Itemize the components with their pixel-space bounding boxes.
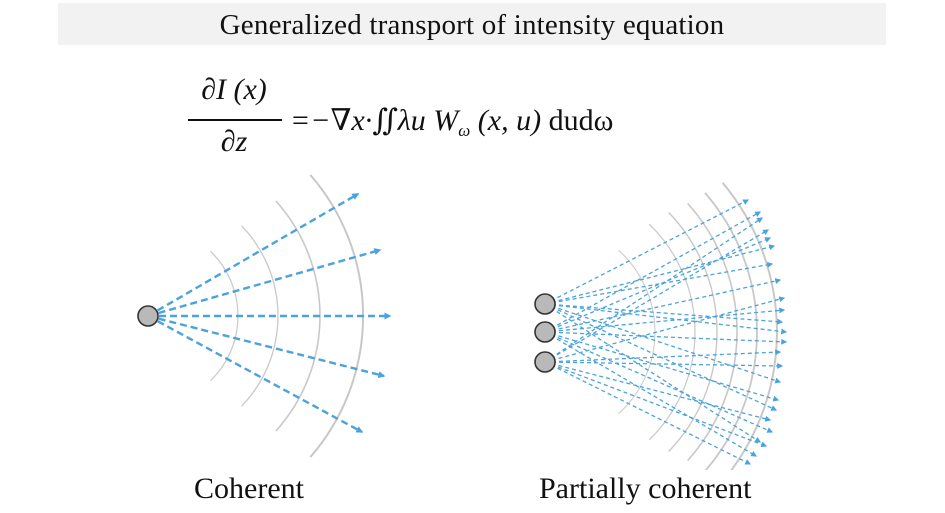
figure-title: Generalized transport of intensity equat…	[219, 9, 725, 41]
ray-arrow	[147, 314, 364, 434]
coherent-label: Coherent	[194, 472, 304, 505]
ray-arrow	[544, 261, 774, 305]
ray-arrow	[544, 361, 772, 422]
wavefront-arc	[704, 192, 758, 470]
ray-arrow	[147, 192, 360, 318]
ray-arrow	[544, 331, 758, 457]
ray-arrow	[544, 211, 762, 333]
wavefront-arc	[241, 225, 279, 407]
equation-rhs: =−∇x·∬λu Wω (x, u) dudω	[290, 103, 613, 141]
fraction-bar	[188, 119, 282, 121]
wavefront-arc	[687, 202, 738, 462]
equation-denominator: ∂z	[220, 125, 248, 158]
coherent-panel	[137, 174, 392, 458]
ray-arrow	[544, 303, 782, 384]
ray-arrow	[544, 199, 750, 305]
ray-arrow	[544, 244, 776, 305]
equation-rhs-lead: =−∇x·∬λu W	[290, 104, 459, 137]
ray-arrow	[544, 307, 786, 333]
wavefront-arc	[721, 182, 778, 470]
wavefront-arc	[668, 212, 718, 452]
ray-arrow	[544, 349, 782, 363]
point-source	[534, 351, 556, 373]
ray-arrow	[544, 303, 788, 335]
ray-arrow	[544, 303, 784, 325]
ray-arrow	[544, 278, 782, 333]
ray-arrow	[544, 217, 763, 363]
ray-arrow	[544, 303, 762, 443]
equation-args: (x, u)	[470, 104, 549, 137]
ray-arrow	[147, 314, 386, 379]
ray-arrow	[544, 361, 752, 465]
point-source	[534, 293, 556, 315]
ray-arrow	[544, 237, 772, 333]
ray-arrow	[544, 331, 774, 433]
ray-arrow	[544, 361, 784, 369]
partially-coherent-panel	[534, 182, 788, 470]
partially-coherent-label: Partially coherent	[539, 472, 752, 505]
equation-numerator: ∂I (x)	[201, 73, 267, 106]
point-source	[137, 305, 159, 327]
ray-arrow	[544, 331, 780, 402]
point-source	[534, 321, 556, 343]
ray-arrow	[147, 248, 382, 318]
equation-differentials: dudω	[548, 104, 614, 137]
wave-diagram	[137, 174, 788, 470]
ray-arrow	[544, 361, 768, 448]
equation-subscript: ω	[458, 121, 471, 140]
wavefront-arc	[648, 223, 696, 441]
ray-arrow	[544, 331, 788, 345]
ray-arrow	[544, 229, 770, 363]
ray-arrow	[544, 296, 786, 363]
title-bar: Generalized transport of intensity equat…	[58, 3, 886, 45]
